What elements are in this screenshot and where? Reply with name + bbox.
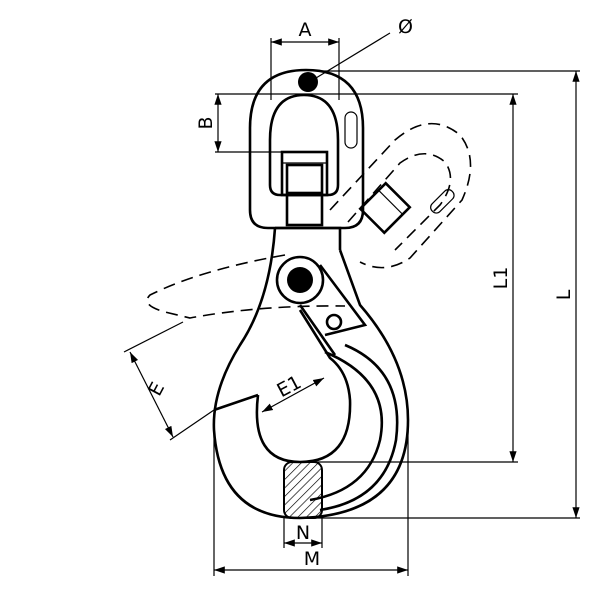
dimension-L: L (300, 70, 580, 519)
dimension-N: N (283, 518, 323, 548)
label-E1: E1 (273, 371, 305, 402)
hook-body (212, 226, 410, 520)
label-L1: L1 (490, 267, 512, 290)
label-L: L (553, 289, 575, 300)
label-E: E (144, 379, 169, 400)
swivel-eye (248, 68, 365, 230)
dimension-E: E (123, 321, 215, 441)
dimension-A: A (270, 19, 340, 100)
dimension-L1: L1 (300, 94, 518, 463)
label-N: N (296, 522, 310, 544)
latch-ghost-outline (146, 254, 346, 319)
label-M: M (304, 548, 320, 570)
label-B: B (195, 116, 217, 129)
swivel-nut (280, 150, 329, 227)
dimension-diameter: Ø (315, 16, 413, 79)
diameter-marker (298, 72, 318, 92)
label-A: A (299, 19, 312, 41)
dimension-M: M (213, 412, 409, 576)
pivot-pin (287, 267, 313, 293)
dimension-E1: E1 (261, 371, 325, 413)
swivel-ghost-outline (329, 122, 472, 269)
hook-cross-section (283, 461, 323, 519)
dimension-B: B (195, 93, 518, 153)
label-diameter: Ø (398, 16, 413, 38)
